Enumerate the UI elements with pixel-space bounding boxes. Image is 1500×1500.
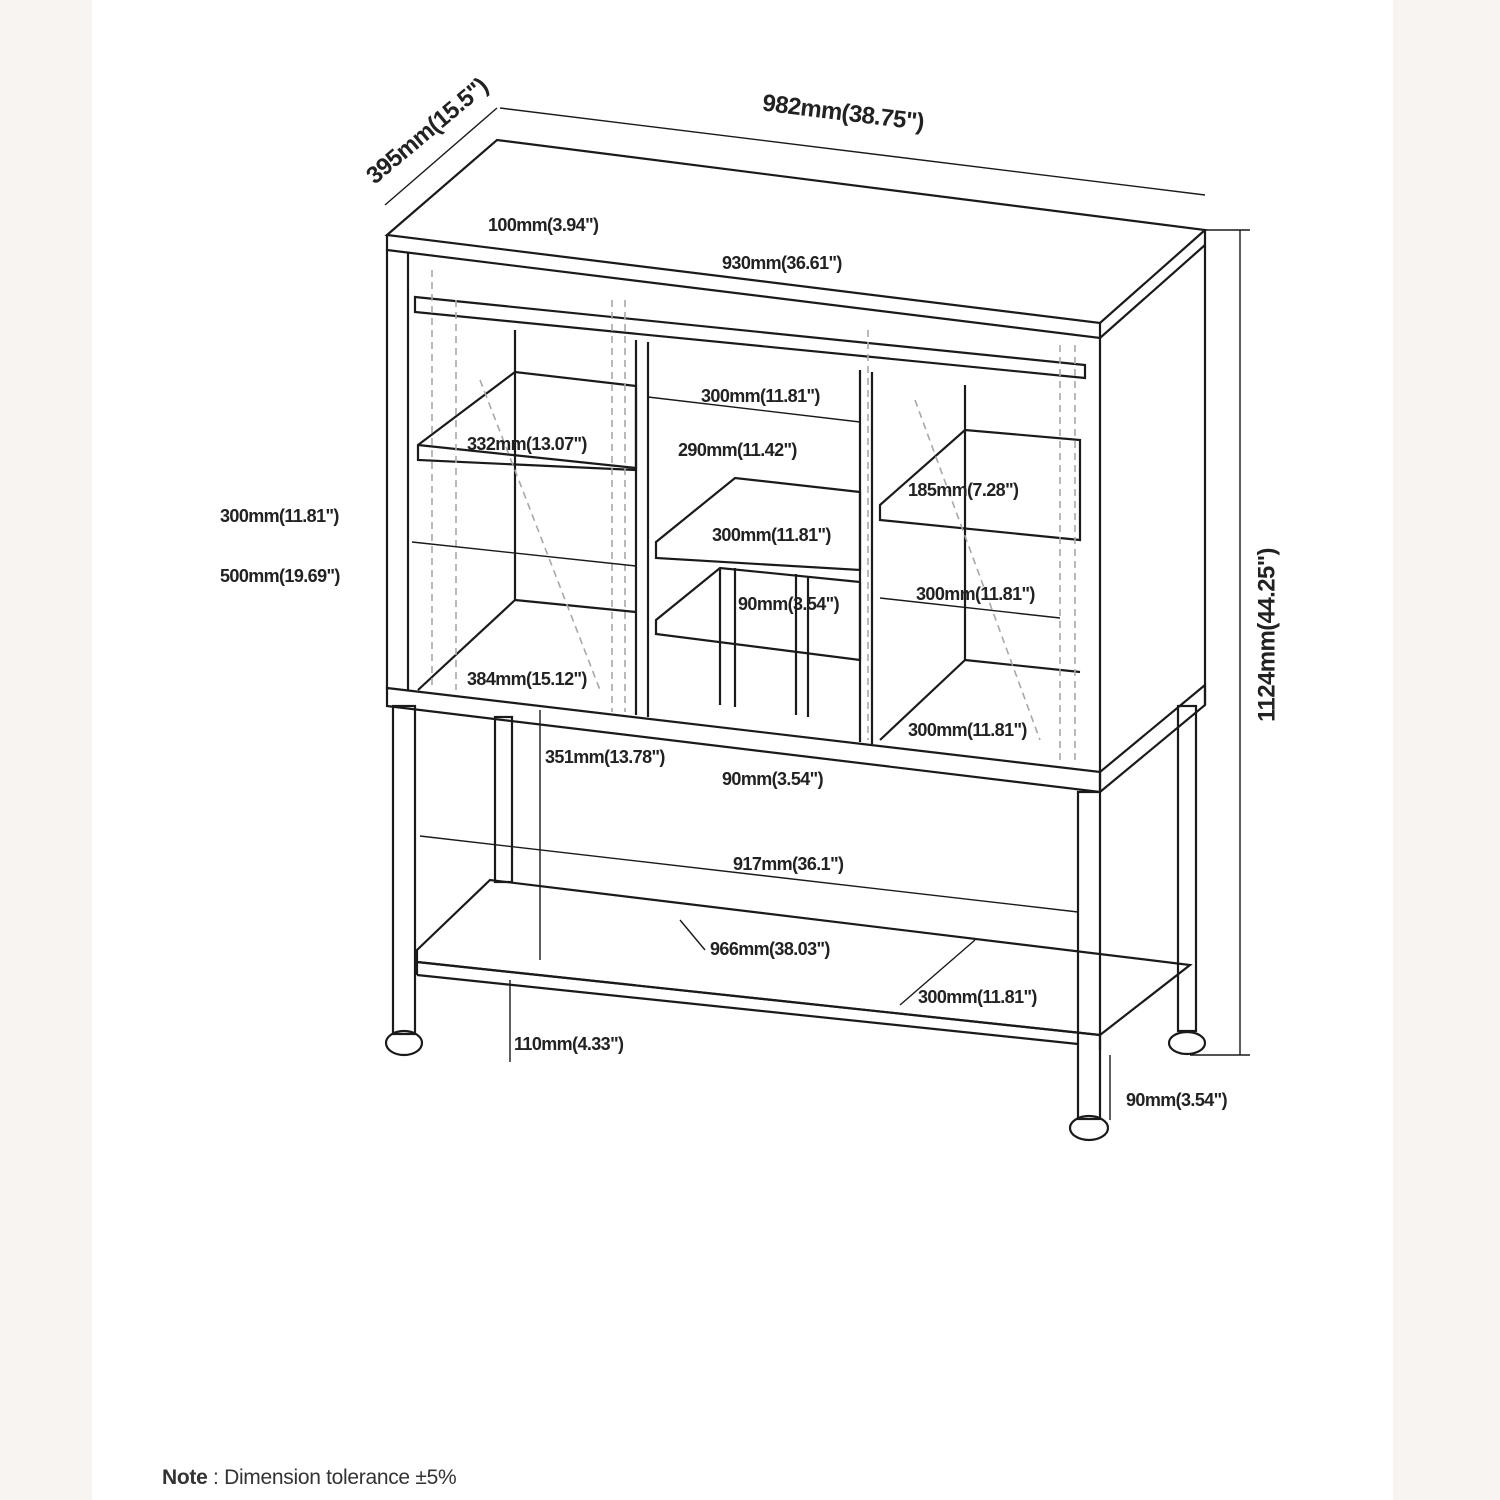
left-height-label: 500mm(19.69"): [220, 566, 340, 586]
note-label: Note: [162, 1466, 208, 1489]
left-side-depth-label: 300mm(11.81"): [220, 506, 339, 526]
drawing-sheet: [92, 0, 1393, 1500]
cabinet-body: [385, 245, 1207, 794]
inner-width-label: 930mm(36.61"): [722, 253, 842, 273]
leg-span-label: 966mm(38.03"): [710, 939, 830, 959]
bottom-shelf-width-label: 917mm(36.1"): [733, 854, 844, 874]
top-rail-label: 100mm(3.94"): [488, 215, 599, 235]
width-label: 982mm(38.75"): [761, 90, 925, 137]
right-upper-height-label: 185mm(7.28"): [908, 480, 1019, 500]
leg-offset-label: 90mm(3.54"): [1126, 1090, 1228, 1110]
dimension-labels: 395mm(15.5") 982mm(38.75") 1124mm(44.25"…: [220, 73, 1280, 1110]
bottom-shelf: [415, 878, 1193, 1050]
cabinet-top: [384, 138, 1208, 340]
center-height-label: 290mm(11.42"): [678, 440, 797, 460]
left-shelf-depth-label: 332mm(13.07"): [467, 434, 587, 454]
floor-clearance-label: 110mm(4.33"): [514, 1034, 624, 1054]
right-width-label: 300mm(11.81"): [916, 584, 1035, 604]
center-shelf-width-label: 300mm(11.81"): [712, 525, 831, 545]
left-bottom-width-label: 384mm(15.12"): [467, 669, 587, 689]
height-label: 1124mm(44.25"): [1253, 548, 1280, 722]
wine-slot-label: 90mm(3.54"): [738, 594, 840, 614]
wine-slot-lower-label: 90mm(3.54"): [722, 769, 824, 789]
dimension-lines: [384, 107, 1250, 1120]
bottom-shelf-depth-label: 300mm(11.81"): [918, 987, 1037, 1007]
tolerance-note: Note : Dimension tolerance ±5%: [162, 1466, 457, 1490]
note-text: : Dimension tolerance ±5%: [207, 1466, 457, 1489]
center-width-label: 300mm(11.81"): [701, 386, 820, 406]
legs: [384, 704, 1207, 1142]
right-lower-height-label: 300mm(11.81"): [908, 720, 1027, 740]
hidden-lines: [431, 270, 1076, 765]
leg-clearance-label: 351mm(13.78"): [545, 747, 665, 767]
depth-label: 395mm(15.5"): [361, 73, 493, 190]
